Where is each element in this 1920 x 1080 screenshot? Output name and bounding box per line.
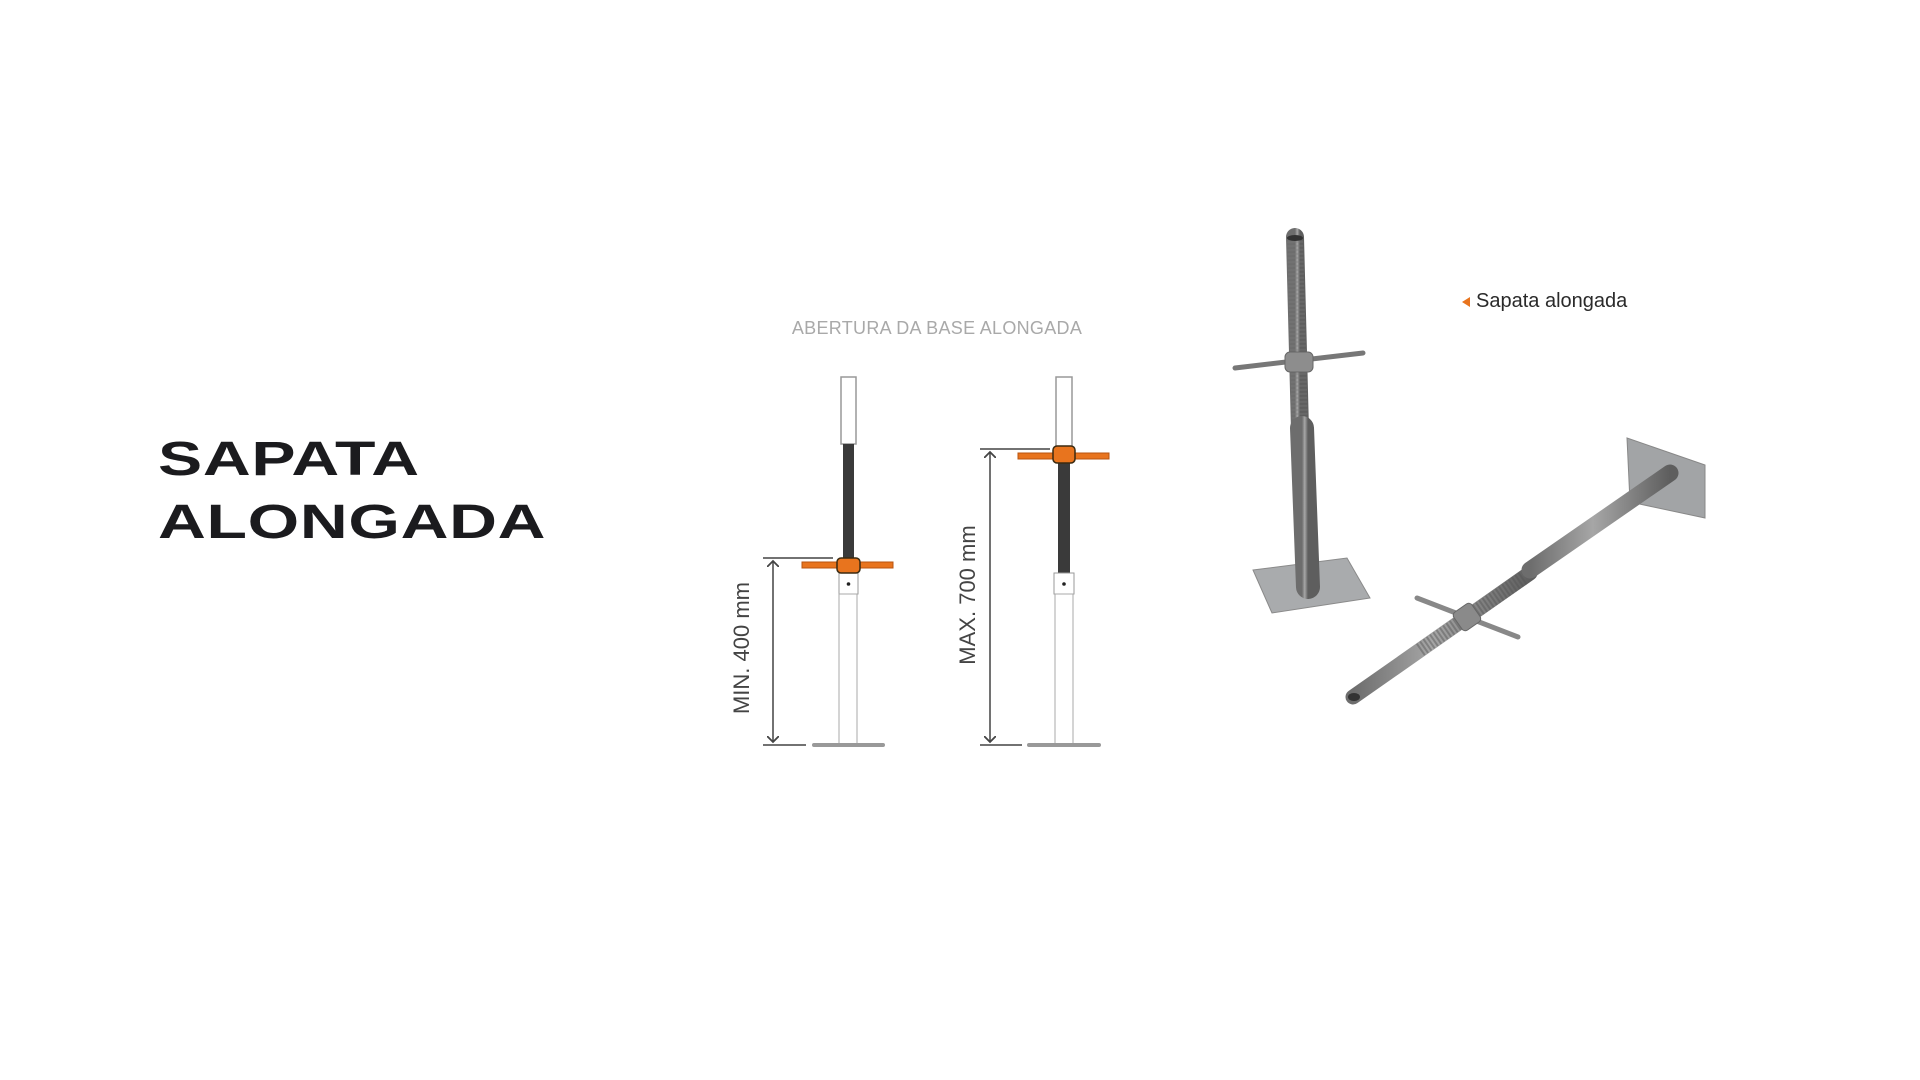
min-dimension-label: MIN. 400 mm bbox=[729, 581, 754, 715]
top-tube bbox=[840, 376, 857, 445]
pin-hole bbox=[846, 582, 851, 586]
base-plate bbox=[812, 743, 885, 747]
lower-tube bbox=[838, 593, 858, 746]
photo-caption-text: Sapata alongada bbox=[1476, 290, 1628, 312]
page-title-line-2: ALONGADA bbox=[158, 496, 547, 549]
nut bbox=[836, 557, 861, 574]
page-title: SAPATA ALONGADA bbox=[158, 428, 546, 554]
page-title-line-1: SAPATA bbox=[158, 433, 420, 486]
photo-lying-jack bbox=[1345, 437, 1706, 705]
diagram-min-extension bbox=[763, 376, 894, 747]
diagram-title: ABERTURA DA BASE ALONGADA bbox=[791, 318, 1083, 338]
max-dimension-label: MAX. 700 mm bbox=[955, 525, 980, 665]
diagram-max-extension bbox=[980, 376, 1110, 747]
photo-upright-jack bbox=[1232, 228, 1371, 614]
threaded-rod bbox=[843, 444, 854, 562]
photo-caption: Sapata alongada bbox=[1462, 290, 1627, 313]
triangle-left-icon bbox=[1462, 296, 1470, 307]
